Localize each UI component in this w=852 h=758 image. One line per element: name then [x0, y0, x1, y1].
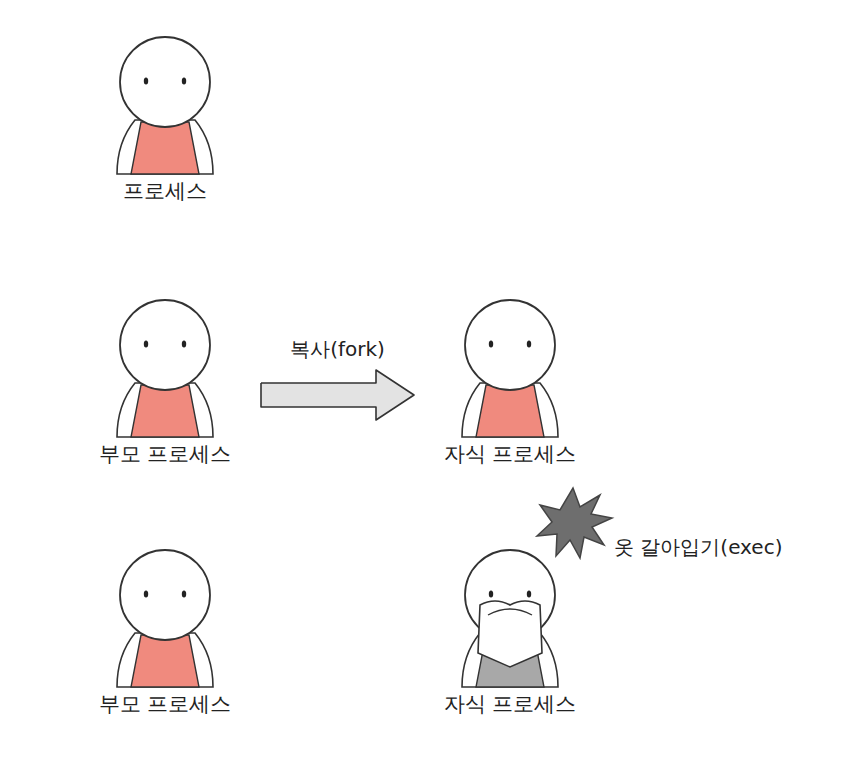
- figure-head: [120, 300, 210, 390]
- burst-symbol: [537, 488, 612, 558]
- figure-eye: [489, 341, 493, 348]
- figure-eye: [489, 591, 493, 598]
- process-label: 자식 프로세스: [416, 692, 604, 717]
- figure-shirt: [476, 385, 544, 437]
- process-label: 부모 프로세스: [71, 442, 259, 467]
- figure-eye: [144, 341, 148, 348]
- person-illustration: [75, 548, 255, 690]
- note-label: 옷 갈아입기(exec): [612, 535, 784, 559]
- figure-beard: [478, 601, 542, 667]
- figure-body: [462, 383, 558, 437]
- figure-eye: [182, 341, 186, 348]
- figure-mustache: [488, 609, 532, 615]
- person-illustration: [75, 35, 255, 177]
- process-figure: 프로세스: [71, 35, 259, 204]
- figure-body: [117, 633, 213, 687]
- figure-shirt: [131, 122, 199, 174]
- figure-eye: [527, 591, 531, 598]
- figure-shirt: [131, 385, 199, 437]
- figure-head: [120, 550, 210, 640]
- process-label: 자식 프로세스: [416, 442, 604, 467]
- process-label: 프로세스: [71, 179, 259, 204]
- person-illustration: [420, 548, 600, 690]
- process-figure: 자식 프로세스: [416, 298, 604, 467]
- process-figure: 부모 프로세스: [71, 548, 259, 717]
- process-figure: 자식 프로세스: [416, 548, 604, 717]
- person-illustration: [420, 298, 600, 440]
- figure-eye: [182, 78, 186, 85]
- block-arrow: [261, 370, 414, 420]
- figure-eye: [144, 78, 148, 85]
- person-illustration: [75, 298, 255, 440]
- process-label: 부모 프로세스: [71, 692, 259, 717]
- figure-eye: [182, 591, 186, 598]
- figure-body: [117, 120, 213, 174]
- figure-eye: [527, 341, 531, 348]
- figure-eye: [144, 591, 148, 598]
- figure-shirt: [131, 635, 199, 687]
- figure-head: [465, 300, 555, 390]
- process-figure: 부모 프로세스: [71, 298, 259, 467]
- figure-body: [117, 383, 213, 437]
- edge-label: 복사(fork): [288, 337, 387, 361]
- figure-head: [120, 37, 210, 127]
